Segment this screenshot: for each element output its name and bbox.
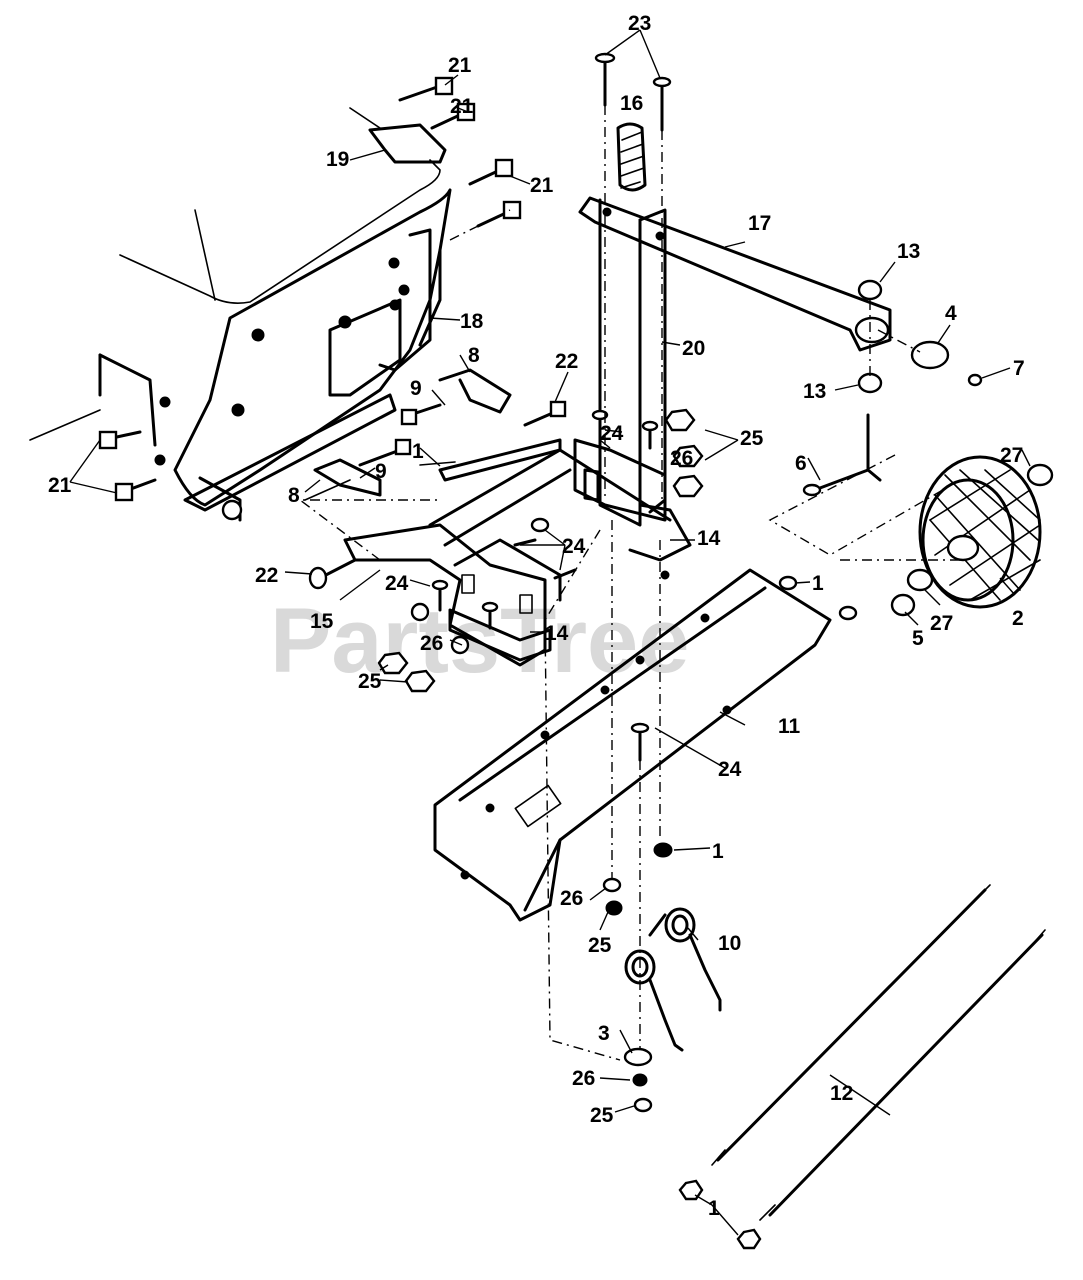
callout-25: 25 xyxy=(590,1104,614,1127)
rods-12 xyxy=(678,884,1046,1250)
callout-16: 16 xyxy=(620,92,643,115)
callout-24: 24 xyxy=(600,422,624,445)
hardware-24-25-26 xyxy=(377,408,704,1113)
bracket-15 xyxy=(343,448,672,667)
callout-8: 8 xyxy=(288,484,300,507)
centerlines xyxy=(297,105,961,1061)
callout-18: 18 xyxy=(460,310,484,333)
callout-15: 15 xyxy=(310,610,334,633)
callout-10: 10 xyxy=(718,932,741,955)
bracket-19 xyxy=(349,107,447,164)
callout-25: 25 xyxy=(740,427,764,450)
pivot-brackets xyxy=(304,368,562,501)
bolts-9 xyxy=(358,403,442,467)
callout-13: 13 xyxy=(803,380,826,403)
callout-8: 8 xyxy=(468,344,480,367)
bolts-23 xyxy=(594,52,672,132)
callout-24: 24 xyxy=(562,535,586,558)
callout-25: 25 xyxy=(588,934,612,957)
callout-19: 19 xyxy=(326,148,349,171)
callout-21: 21 xyxy=(448,54,472,77)
callout-25: 25 xyxy=(358,670,382,693)
callout-13: 13 xyxy=(897,240,920,263)
callout-9: 9 xyxy=(375,460,387,483)
callout-1: 1 xyxy=(712,840,724,863)
callout-7: 7 xyxy=(1013,357,1025,380)
callout-24: 24 xyxy=(385,572,409,595)
callout-20: 20 xyxy=(682,337,705,360)
bolts-22 xyxy=(308,400,567,590)
callout-2: 2 xyxy=(1012,607,1024,630)
bracket-18 xyxy=(378,228,432,372)
callout-1: 1 xyxy=(412,440,424,463)
callout-22: 22 xyxy=(255,564,278,587)
callout-4: 4 xyxy=(945,302,957,325)
tractor-frame xyxy=(29,159,452,522)
callout-12: 12 xyxy=(830,1082,853,1105)
callout-5: 5 xyxy=(912,627,924,650)
callout-26: 26 xyxy=(420,632,443,655)
callout-6: 6 xyxy=(795,452,807,475)
callout-27: 27 xyxy=(1000,444,1023,467)
spindle-6 xyxy=(802,413,882,497)
callout-22: 22 xyxy=(555,350,578,373)
callout-23: 23 xyxy=(628,12,651,35)
callout-24: 24 xyxy=(718,758,742,781)
callout-26: 26 xyxy=(670,447,693,470)
wheel-hardware xyxy=(653,279,1054,858)
callout-14: 14 xyxy=(697,527,721,550)
deck-11 xyxy=(433,568,832,922)
callout-labels: 23 16 21 21 19 21 18 17 13 4 20 7 13 22 … xyxy=(48,12,1025,1220)
callout-11: 11 xyxy=(778,715,801,738)
callout-1: 1 xyxy=(708,1197,720,1220)
grip-16 xyxy=(616,122,647,192)
callout-17: 17 xyxy=(748,212,771,235)
wheel-2 xyxy=(918,455,1042,609)
callout-14: 14 xyxy=(545,622,569,645)
callout-21: 21 xyxy=(48,474,72,497)
arm-17 xyxy=(578,196,892,352)
bracket-14 xyxy=(448,574,552,662)
leader-lines xyxy=(69,29,1031,1236)
callout-21: 21 xyxy=(530,174,554,197)
callout-3: 3 xyxy=(598,1022,610,1045)
bolts-21 xyxy=(98,76,522,502)
callout-27: 27 xyxy=(930,612,953,635)
callout-9: 9 xyxy=(410,377,422,400)
callout-26: 26 xyxy=(560,887,583,910)
callout-1: 1 xyxy=(812,572,824,595)
callout-26: 26 xyxy=(572,1067,595,1090)
callout-21: 21 xyxy=(450,95,474,118)
